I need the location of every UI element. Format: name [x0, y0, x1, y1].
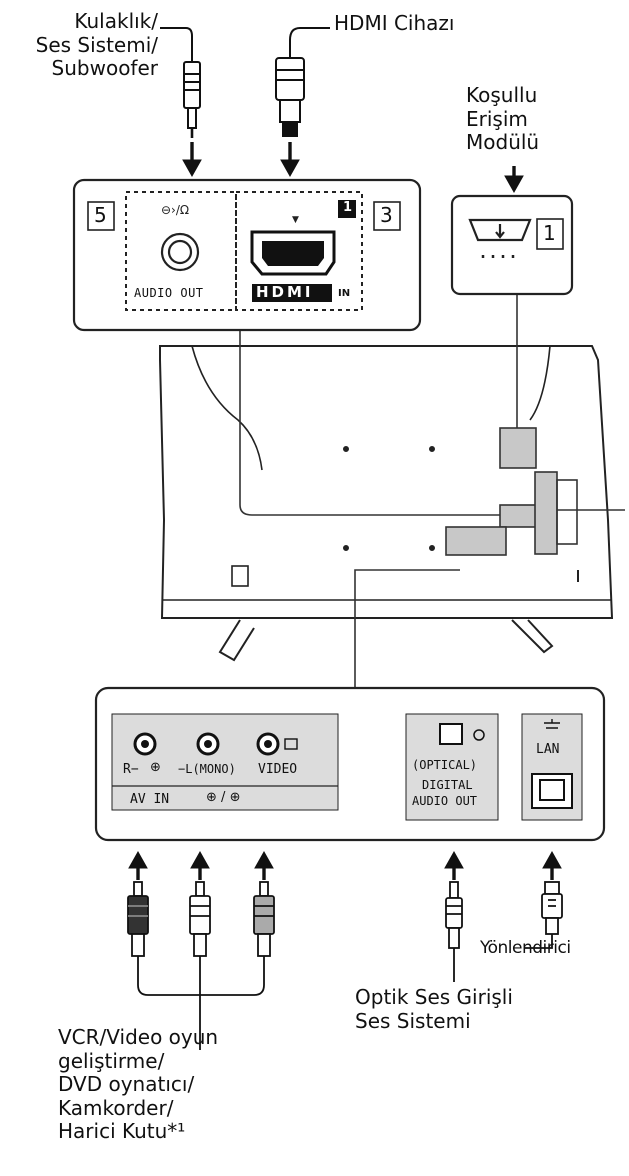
headphone-cable-icon — [160, 27, 201, 138]
svg-text:⊖›/Ω: ⊖›/Ω — [161, 203, 189, 217]
optical-label: (OPTICAL) — [412, 758, 478, 772]
rca-jack-white-icon — [196, 732, 220, 756]
input-arrow-icon: ⊕ — [150, 760, 161, 775]
cam-slot-icon — [468, 218, 532, 258]
cam-label-line: Koşullu — [466, 83, 538, 107]
optical-cable-icon — [445, 881, 463, 982]
lan-port-icon — [531, 719, 573, 809]
internal-wiring — [239, 294, 625, 688]
optical-system-label-line: Ses Sistemi — [355, 1008, 471, 1033]
svg-text:▼: ▼ — [292, 215, 299, 225]
headphone-jack-icon: ⊖›/Ω — [160, 203, 200, 272]
rca-jack-video-icon — [256, 732, 298, 756]
hdmi-port-icon: ▼ — [250, 200, 356, 302]
rca-cable-white-icon — [189, 881, 211, 957]
av-devices-label: VCR/Video oyun geliştirme/ DVD oynatıcı/… — [58, 1025, 219, 1144]
headphone-label-line: Ses Sistemi/ — [35, 32, 158, 57]
digital-audio-out-label: AUDIO OUT — [412, 794, 478, 808]
optical-port-icon — [439, 723, 485, 745]
arrows-bottom — [128, 850, 562, 880]
av-in-label: AV IN — [130, 792, 170, 807]
badge-1: 1 — [543, 221, 556, 245]
r-label: R− — [123, 762, 139, 777]
av-devices-label-line: VCR/Video oyun — [58, 1025, 219, 1049]
rca-cable-bundle — [137, 956, 265, 1050]
bottom-connector-panel — [94, 686, 606, 842]
hdmi-device-label: HDMI Cihazı — [334, 11, 455, 35]
digital-label: DIGITAL — [422, 778, 473, 792]
input-icon: ⊕ — [206, 790, 217, 805]
av-devices-label-line: DVD oynatıcı/ — [58, 1072, 195, 1097]
io-icons: ⊕ / ⊕ — [206, 790, 240, 805]
rca-cable-video-icon — [253, 881, 275, 957]
cam-label-line: Erişim — [466, 106, 528, 131]
router-label: Yönlendirici — [480, 938, 571, 958]
optical-system-label: Optik Ses Girişli Ses Sistemi — [355, 985, 513, 1033]
hdmi-in-label: IN — [338, 288, 351, 299]
headphone-label-line: Subwoofer — [51, 56, 158, 81]
lan-cable-icon — [524, 881, 563, 949]
headphone-label: Kulaklık/ Ses Sistemi/ Subwoofer — [8, 9, 158, 81]
l-mono-label: −L(MONO) — [178, 762, 236, 776]
output-icon: ⊕ — [229, 790, 241, 805]
top-connector-panel — [72, 178, 422, 332]
optical-system-label-line: Optik Ses Girişli — [355, 985, 513, 1009]
hdmi-cable-icon — [275, 27, 330, 137]
av-devices-label-line: Harici Kutu*¹ — [58, 1119, 186, 1144]
tv-connector-blocks — [445, 427, 578, 556]
audio-out-label: AUDIO OUT — [134, 286, 204, 300]
tv-back — [159, 345, 614, 619]
lan-label: LAN — [536, 742, 560, 757]
badge-3: 3 — [380, 203, 393, 227]
av-devices-label-line: geliştirme/ — [58, 1048, 165, 1073]
io-slash: / — [221, 790, 226, 805]
headphone-label-line: Kulaklık/ — [74, 9, 158, 33]
hdmi-port-number-badge: 1 — [343, 200, 353, 215]
video-label: VIDEO — [258, 762, 298, 777]
cam-label-line: Modülü — [466, 130, 540, 155]
rca-cable-red-icon — [127, 881, 149, 957]
rca-jack-red-icon — [133, 732, 157, 756]
tv-stands — [218, 619, 554, 662]
hdmi-logo: HDMI — [256, 283, 314, 301]
cam-label: Koşullu Erişim Modülü — [466, 83, 540, 155]
arrows-top — [182, 142, 524, 194]
av-devices-label-line: Kamkorder/ — [58, 1095, 174, 1120]
badge-5: 5 — [94, 203, 107, 227]
